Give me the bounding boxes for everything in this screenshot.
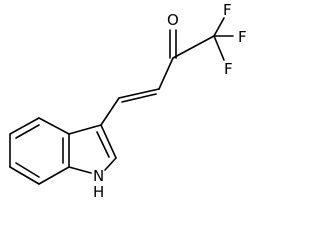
alkene-to-indole-bond bbox=[100, 97, 120, 126]
carbonyl-to-alkene-bond bbox=[158, 57, 174, 90]
indole-c3-c2-inner-bond bbox=[96, 131, 110, 158]
nitrogen-label: N bbox=[93, 167, 104, 185]
fluorine-right-label: F bbox=[238, 28, 247, 46]
hydrogen-label: H bbox=[93, 183, 104, 201]
oxygen-label: O bbox=[167, 11, 179, 29]
benzene-inner-c4-c5 bbox=[15, 124, 40, 139]
indole-n1-c7a-bond bbox=[68, 166, 92, 174]
chemical-structure: O F F F N H bbox=[9, 1, 247, 201]
fluorine-top-label: F bbox=[223, 1, 232, 19]
benzene-c7-c7a-bond bbox=[38, 166, 70, 185]
indole-c3-c3a-bond bbox=[68, 124, 102, 135]
bonds bbox=[9, 17, 234, 185]
alkene-double-bond-2 bbox=[121, 93, 157, 103]
cf3-top-fluorine-bond bbox=[213, 17, 225, 37]
benzene-c3a-c4-bond bbox=[38, 117, 70, 135]
carbonyl-to-cf3-bond bbox=[172, 35, 215, 59]
fluorine-bottom-label: F bbox=[224, 60, 233, 78]
cf3-bottom-fluorine-bond bbox=[213, 35, 225, 61]
atom-labels: O F F F N H bbox=[93, 1, 247, 201]
indole-c3-c2-bond bbox=[100, 124, 117, 159]
benzene-inner-c6-c7 bbox=[15, 162, 40, 178]
benzene-c4-c5-bond bbox=[9, 117, 40, 135]
alkene-double-bond-1 bbox=[118, 88, 160, 99]
benzene-c6-c7-bond bbox=[9, 166, 40, 185]
indole-c2-n1-bond bbox=[104, 157, 117, 171]
